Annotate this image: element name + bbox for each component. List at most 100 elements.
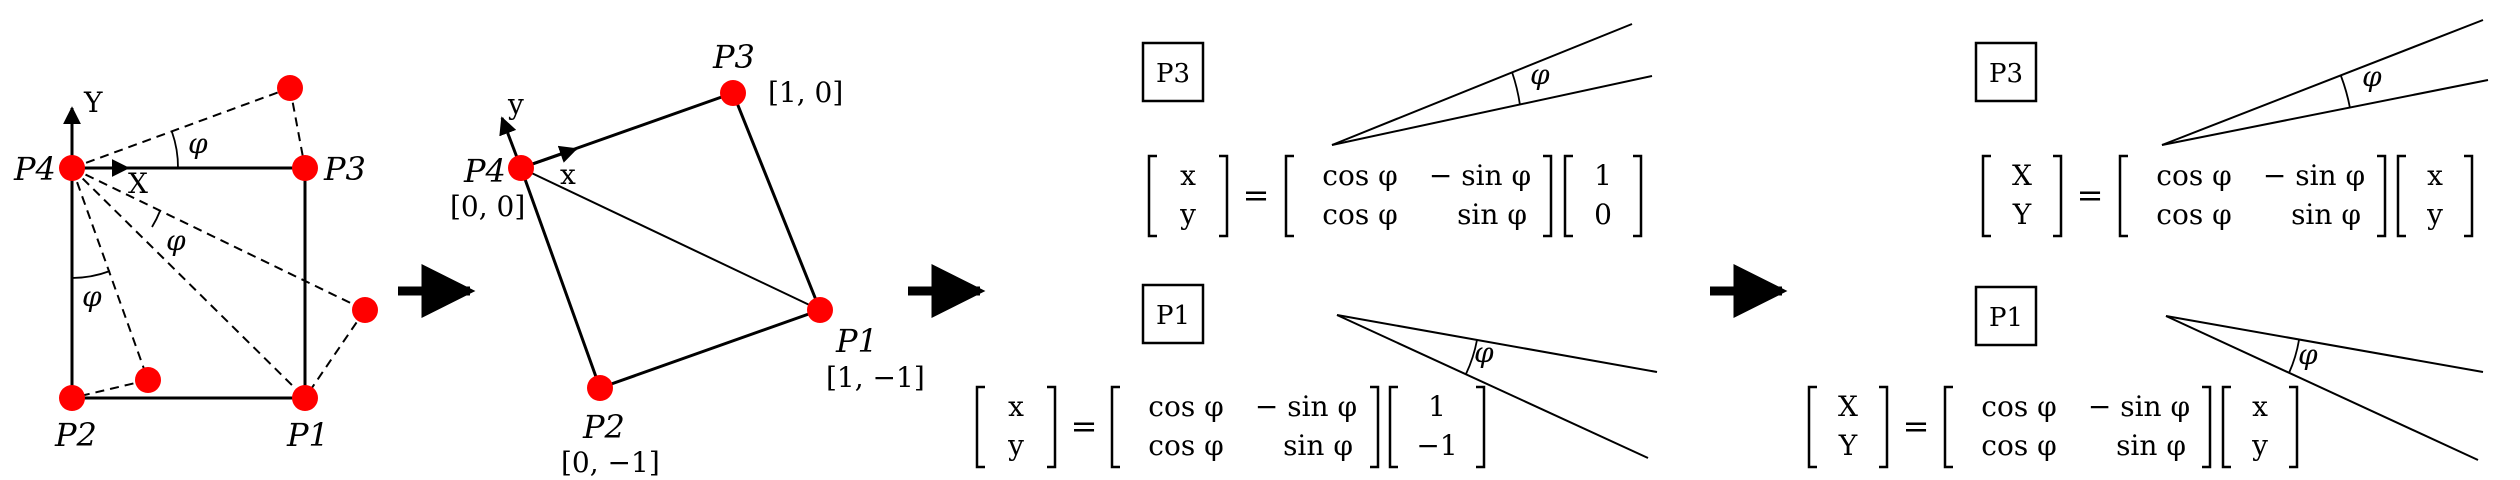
bracket-lhs-right [1047,385,1057,469]
rot-r1c2: − sin φ [2263,159,2365,192]
axis-x-label: X [128,167,148,200]
angle-arc-top [171,131,179,169]
lhs-row-2: Y [1838,429,1858,462]
equals-sign: = [1243,176,1270,214]
local-axis-x-label: x [560,158,576,191]
bracket-vec-right [2289,385,2299,469]
rot-r2c1: cos φ [1322,198,1397,231]
wedge-top-phi: φ [1530,58,1550,91]
lhs-row-2: Y [2012,198,2032,231]
label-p4: P4 [13,150,56,188]
bracket-vec-left [1388,385,1398,469]
point-p3 [292,155,318,181]
equals-sign: = [1903,407,1930,445]
rot-r1c1: cos φ [2156,159,2231,192]
rot-r1c2: − sin φ [1255,390,1357,423]
bracket-lhs-left [975,385,985,469]
wedge-bottom-lower-line [1336,314,1649,459]
bracket-rot-right [1370,385,1380,469]
bracket-vec-left [2396,154,2406,238]
rot-r2c1: cos φ [2156,198,2231,231]
local-label-p1: P1 [835,322,878,360]
point-right-rotated [352,297,378,323]
wedge-bottom-arc [2288,339,2300,374]
bracket-vec-left [1563,154,1573,238]
axis-y-label: Y [83,86,103,119]
angle-label-middle: φ [166,224,186,257]
wedge-top-upper-line [2161,19,2484,146]
local-label-p4: P4 [463,152,506,190]
angle-arc-left [71,270,111,279]
rot-r2c2: sin φ [2116,429,2186,462]
bracket-vec-left [2221,385,2231,469]
bracket-rot-left [1110,385,1120,469]
dashed-connector-bottom [71,379,149,399]
rot-r2c2: sin φ [1283,429,1353,462]
equals-sign: = [2077,176,2104,214]
box-p1 [1974,285,2038,347]
label-p1: P1 [286,416,329,454]
box-p1 [1141,283,1205,345]
panel-local-rotation: P3 φ x y = cos φ − sin φ cos φ sin φ 1 0… [975,23,1658,469]
box-p3 [1141,41,1205,103]
angle-label-left: φ [82,280,102,313]
vec-row-2: y [2426,198,2443,231]
point-bottom-rotated [135,367,161,393]
local-label-p2: P2 [582,408,625,446]
vec-row-2: −1 [1416,429,1457,462]
point-top-rotated [277,75,303,101]
local-point-p3 [720,80,746,106]
point-p2 [59,385,85,411]
lhs-row-1: X [2012,159,2032,192]
wedge-top-arc [2340,75,2351,109]
wedge-bottom-phi: φ [2298,338,2318,371]
equation-top: X Y = cos φ − sin φ cos φ sin φ x y [1981,154,2474,238]
equation-top: x y = cos φ − sin φ cos φ sin φ 1 0 [1147,154,1643,238]
rot-r1c2: − sin φ [1429,159,1531,192]
bracket-lhs-right [2053,154,2063,238]
bracket-lhs-right [1879,385,1889,469]
local-point-p2 [587,375,613,401]
bracket-rot-right [1543,154,1553,238]
angle-label-top: φ [188,127,208,160]
local-point-p4 [508,155,534,181]
lhs-row-1: x [1008,390,1024,423]
local-label-p3: P3 [712,38,755,76]
local-coord-p3: [1, 0] [768,76,843,109]
bracket-rot-right [2202,385,2212,469]
panel-local-frame: y x P4 [0, 0] P3 [1, 0] P1 [1, −1] P2 [0… [450,38,925,479]
bracket-rot-left [1943,385,1953,469]
bracket-rot-right [2377,154,2387,238]
wedge-top-phi: φ [2362,60,2382,93]
wedge-top-lower-line [2161,79,2489,146]
point-p4 [59,155,85,181]
equation-bottom: x y = cos φ − sin φ cos φ sin φ 1 −1 [975,385,1486,469]
dashed-connector-top [289,87,306,169]
box-p3-label: P3 [1156,59,1190,89]
wedge-bottom-arc [1465,339,1478,375]
wedge-top-upper-line [1331,23,1633,146]
local-coord-p1: [1, −1] [826,361,925,394]
vec-row-1: x [2427,159,2443,192]
wedge-top-arc [1511,71,1521,106]
bracket-rot-left [1284,154,1294,238]
box-p1-label: P1 [1156,301,1190,331]
rot-r1c1: cos φ [1322,159,1397,192]
point-p1 [292,385,318,411]
local-point-p1 [807,297,833,323]
wedge-bottom-upper-line [1336,314,1658,373]
rot-r2c1: cos φ [1981,429,2056,462]
rot-r2c1: cos φ [1148,429,1223,462]
wedge-top-lower-line [1331,75,1653,146]
local-diagonal [520,167,821,311]
bracket-vec-right [1633,154,1643,238]
bracket-lhs-left [1807,385,1817,469]
equation-bottom: X Y = cos φ − sin φ cos φ sin φ x y [1807,385,2299,469]
bracket-lhs-left [1147,154,1157,238]
vec-row-1: 1 [1594,159,1612,192]
vec-row-1: x [2252,390,2268,423]
lhs-row-2: y [1007,429,1024,462]
dashed-ray-top [71,87,291,169]
rot-r2c2: sin φ [2291,198,2361,231]
